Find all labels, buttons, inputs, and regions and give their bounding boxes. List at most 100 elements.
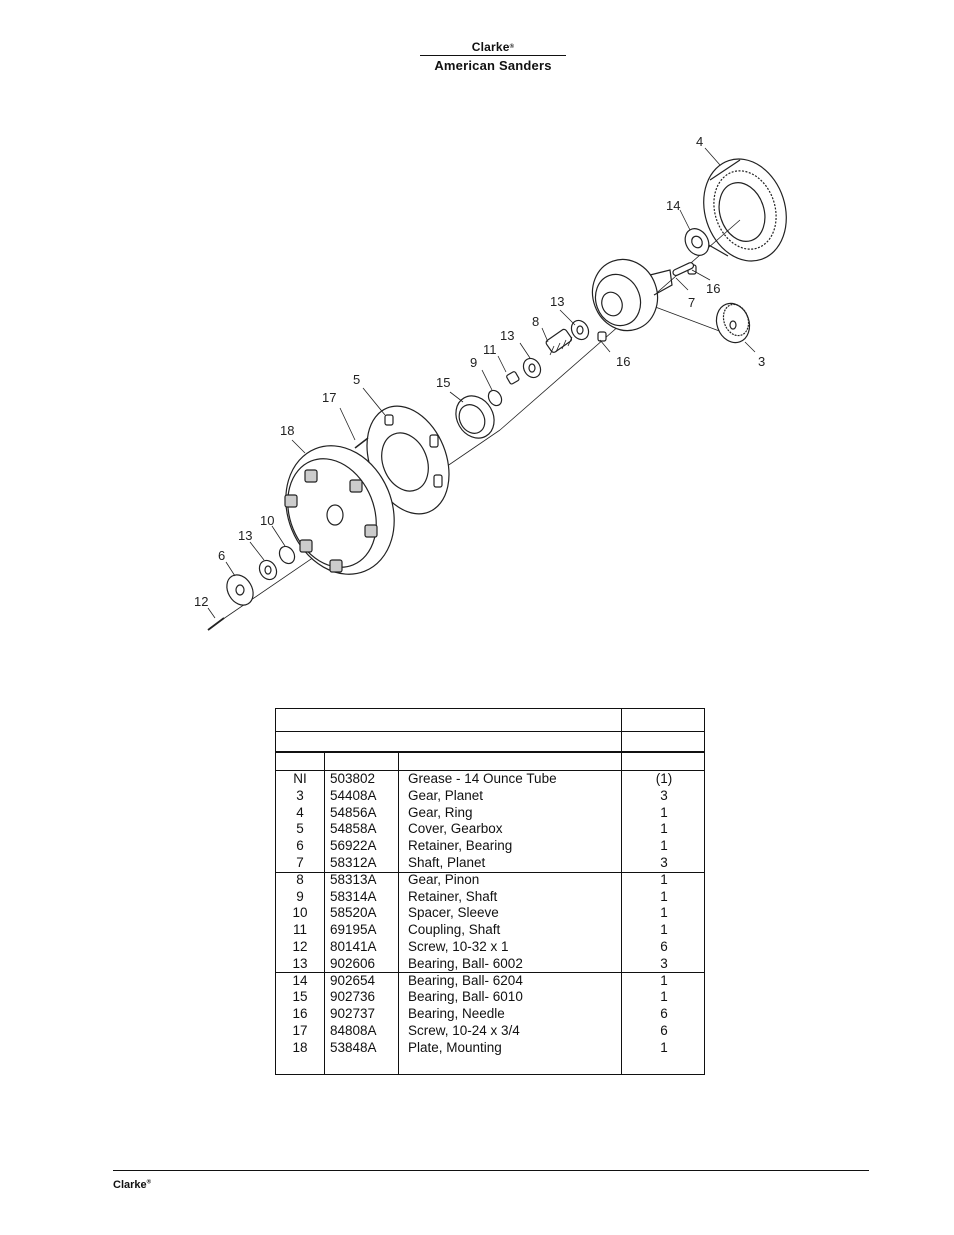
- shaft-coupling-part: [506, 371, 520, 385]
- part-callout-label: 18: [280, 423, 294, 438]
- description-cell: Cover, Gearbox: [408, 821, 503, 837]
- quantity-cell: 3: [660, 955, 668, 971]
- part-number-cell: 902606: [330, 955, 376, 971]
- table-row: 9 58314A Retainer, Shaft 1: [276, 889, 704, 906]
- description-cell: Bearing, Needle: [408, 1006, 505, 1022]
- part-callout-label: 16: [706, 281, 720, 296]
- description-cell: Gear, Planet: [408, 787, 484, 803]
- part-callout-label: 6: [218, 548, 225, 563]
- quantity-cell: 6: [660, 1022, 668, 1038]
- description-cell: Bearing, Ball- 6002: [408, 955, 523, 971]
- part-number-cell: 58520A: [330, 905, 377, 921]
- item-number-cell: 15: [292, 989, 308, 1005]
- description-cell: Retainer, Shaft: [408, 888, 498, 904]
- table-header-row: [276, 709, 704, 732]
- item-number-cell: 6: [296, 838, 304, 854]
- quantity-cell: 3: [660, 787, 668, 803]
- item-number-cell: 16: [292, 1006, 308, 1022]
- description-cell: Coupling, Shaft: [408, 922, 501, 938]
- spacer-sleeve-part: [278, 545, 296, 565]
- column-divider: [621, 709, 622, 1074]
- table-row: 11 69195A Coupling, Shaft 1: [276, 922, 704, 939]
- screw-12-part: [207, 617, 225, 631]
- item-number-cell: 13: [292, 955, 308, 971]
- bearing-13-part: [570, 319, 590, 341]
- part-number-cell: 54856A: [330, 804, 377, 820]
- footer-brand: Clarke®: [113, 1179, 152, 1191]
- part-callout-label: 13: [500, 328, 514, 343]
- part-number-cell: 902736: [330, 989, 376, 1005]
- item-number-cell: 3: [296, 787, 304, 803]
- table-row: 16 902737 Bearing, Needle 6: [276, 1006, 704, 1023]
- column-divider: [398, 753, 399, 1074]
- quantity-cell: 1: [660, 922, 668, 938]
- item-number-cell: 7: [296, 854, 304, 870]
- mounting-plate-part: [284, 445, 395, 575]
- quantity-cell: 1: [660, 888, 668, 904]
- table-row: 13 902606 Bearing, Ball- 6002 3: [276, 956, 704, 973]
- description-cell: Bearing, Ball- 6010: [408, 989, 523, 1005]
- part-callout-label: 13: [550, 294, 564, 309]
- item-number-cell: 11: [292, 922, 307, 938]
- bearing-14-part: [684, 228, 710, 256]
- part-number-cell: 902737: [330, 1006, 376, 1022]
- part-callout-label: 17: [322, 390, 336, 405]
- bearing-retainer-part: [226, 574, 254, 606]
- logo-divider: [420, 55, 566, 56]
- part-number-cell: 58314A: [330, 888, 377, 904]
- part-number-cell: 58312A: [330, 854, 377, 870]
- part-number-cell: 69195A: [330, 922, 377, 938]
- table-row: 3 54408A Gear, Planet 3: [276, 788, 704, 805]
- part-callout-label: 14: [666, 198, 680, 213]
- item-number-cell: 9: [296, 888, 304, 904]
- part-number-cell: 58313A: [330, 871, 377, 887]
- description-cell: Bearing, Ball- 6204: [408, 972, 523, 988]
- bearing-15-part: [455, 395, 495, 439]
- quantity-cell: 6: [660, 1006, 668, 1022]
- part-number-cell: 54408A: [330, 787, 377, 803]
- description-cell: Grease - 14 Ounce Tube: [408, 771, 557, 786]
- part-number-cell: 54858A: [330, 821, 377, 837]
- item-number-cell: 5: [296, 821, 304, 837]
- row-group-divider: [276, 972, 704, 973]
- part-callout-label: 12: [194, 594, 208, 609]
- item-number-cell: 14: [292, 972, 308, 988]
- pinion-gear-part: [545, 328, 573, 356]
- planet-carrier-part: [591, 258, 673, 332]
- table-column-header-row: [276, 753, 704, 771]
- column-divider: [324, 753, 325, 1074]
- quantity-cell: 1: [660, 1039, 668, 1055]
- planet-shaft-part: [672, 262, 695, 277]
- brand-name-clarke: Clarke®: [471, 40, 515, 54]
- quantity-cell: 6: [660, 938, 668, 954]
- description-cell: Shaft, Planet: [408, 854, 486, 870]
- quantity-cell: 1: [660, 804, 668, 820]
- part-callout-label: 7: [688, 295, 695, 310]
- part-number-cell: 53848A: [330, 1039, 377, 1055]
- description-cell: Plate, Mounting: [408, 1039, 502, 1055]
- part-number-cell: 503802: [330, 771, 376, 786]
- ring-gear-part: [699, 158, 787, 262]
- planet-gear-part: [715, 302, 751, 344]
- part-callout-label: 8: [532, 314, 539, 329]
- part-callout-label: 13: [238, 528, 252, 543]
- screw-17-part: [354, 437, 369, 449]
- description-cell: Screw, 10-32 x 1: [408, 938, 509, 954]
- item-number-cell: NI: [293, 771, 307, 786]
- part-callout-label: 15: [436, 375, 450, 390]
- part-callout-label: 3: [758, 354, 765, 369]
- part-callout-label: 11: [483, 342, 497, 357]
- quantity-cell: 1: [660, 838, 668, 854]
